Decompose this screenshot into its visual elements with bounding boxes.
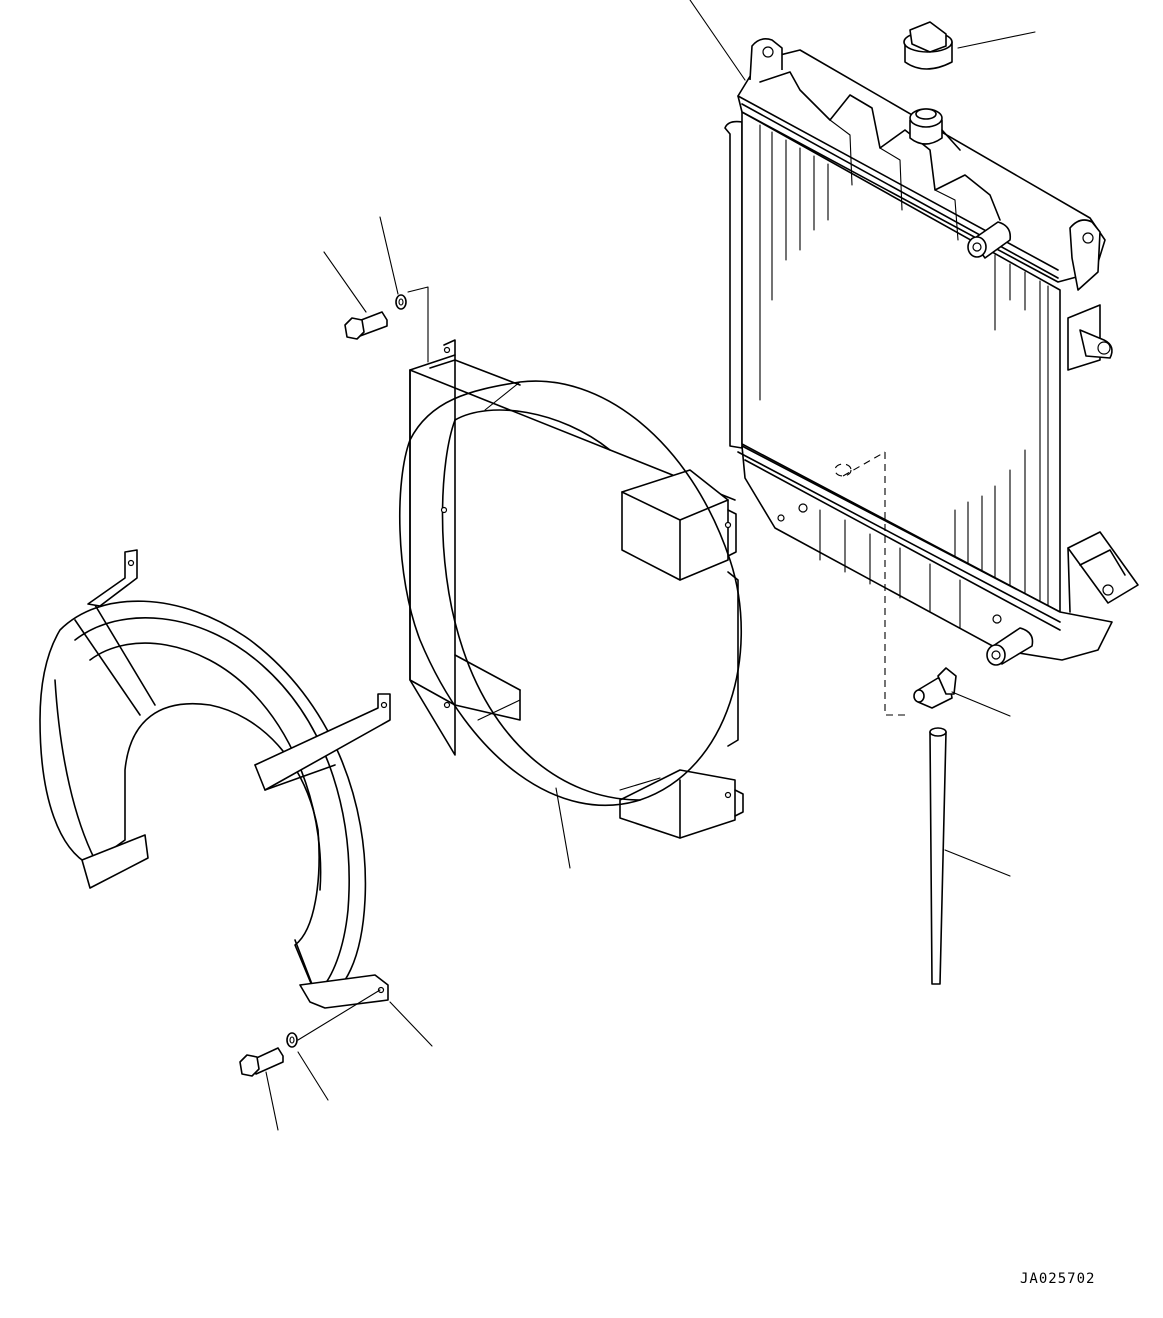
upper-washer: [396, 295, 406, 309]
lower-washer: [287, 1033, 297, 1047]
radiator: [725, 39, 1138, 665]
assembly-lines: [298, 287, 910, 1040]
drain-cock: [914, 668, 956, 708]
upper-bolt: [345, 312, 387, 339]
radiator-core-fins: [760, 125, 1048, 607]
overflow-tube: [930, 728, 946, 984]
fan-guard: [40, 550, 390, 1008]
lower-bolt: [240, 1048, 283, 1076]
radiator-cap: [904, 22, 952, 69]
leader-lines: [266, 0, 1035, 1130]
fan-shroud: [400, 340, 743, 838]
drawing-code-label: JA025702: [1020, 1271, 1096, 1287]
